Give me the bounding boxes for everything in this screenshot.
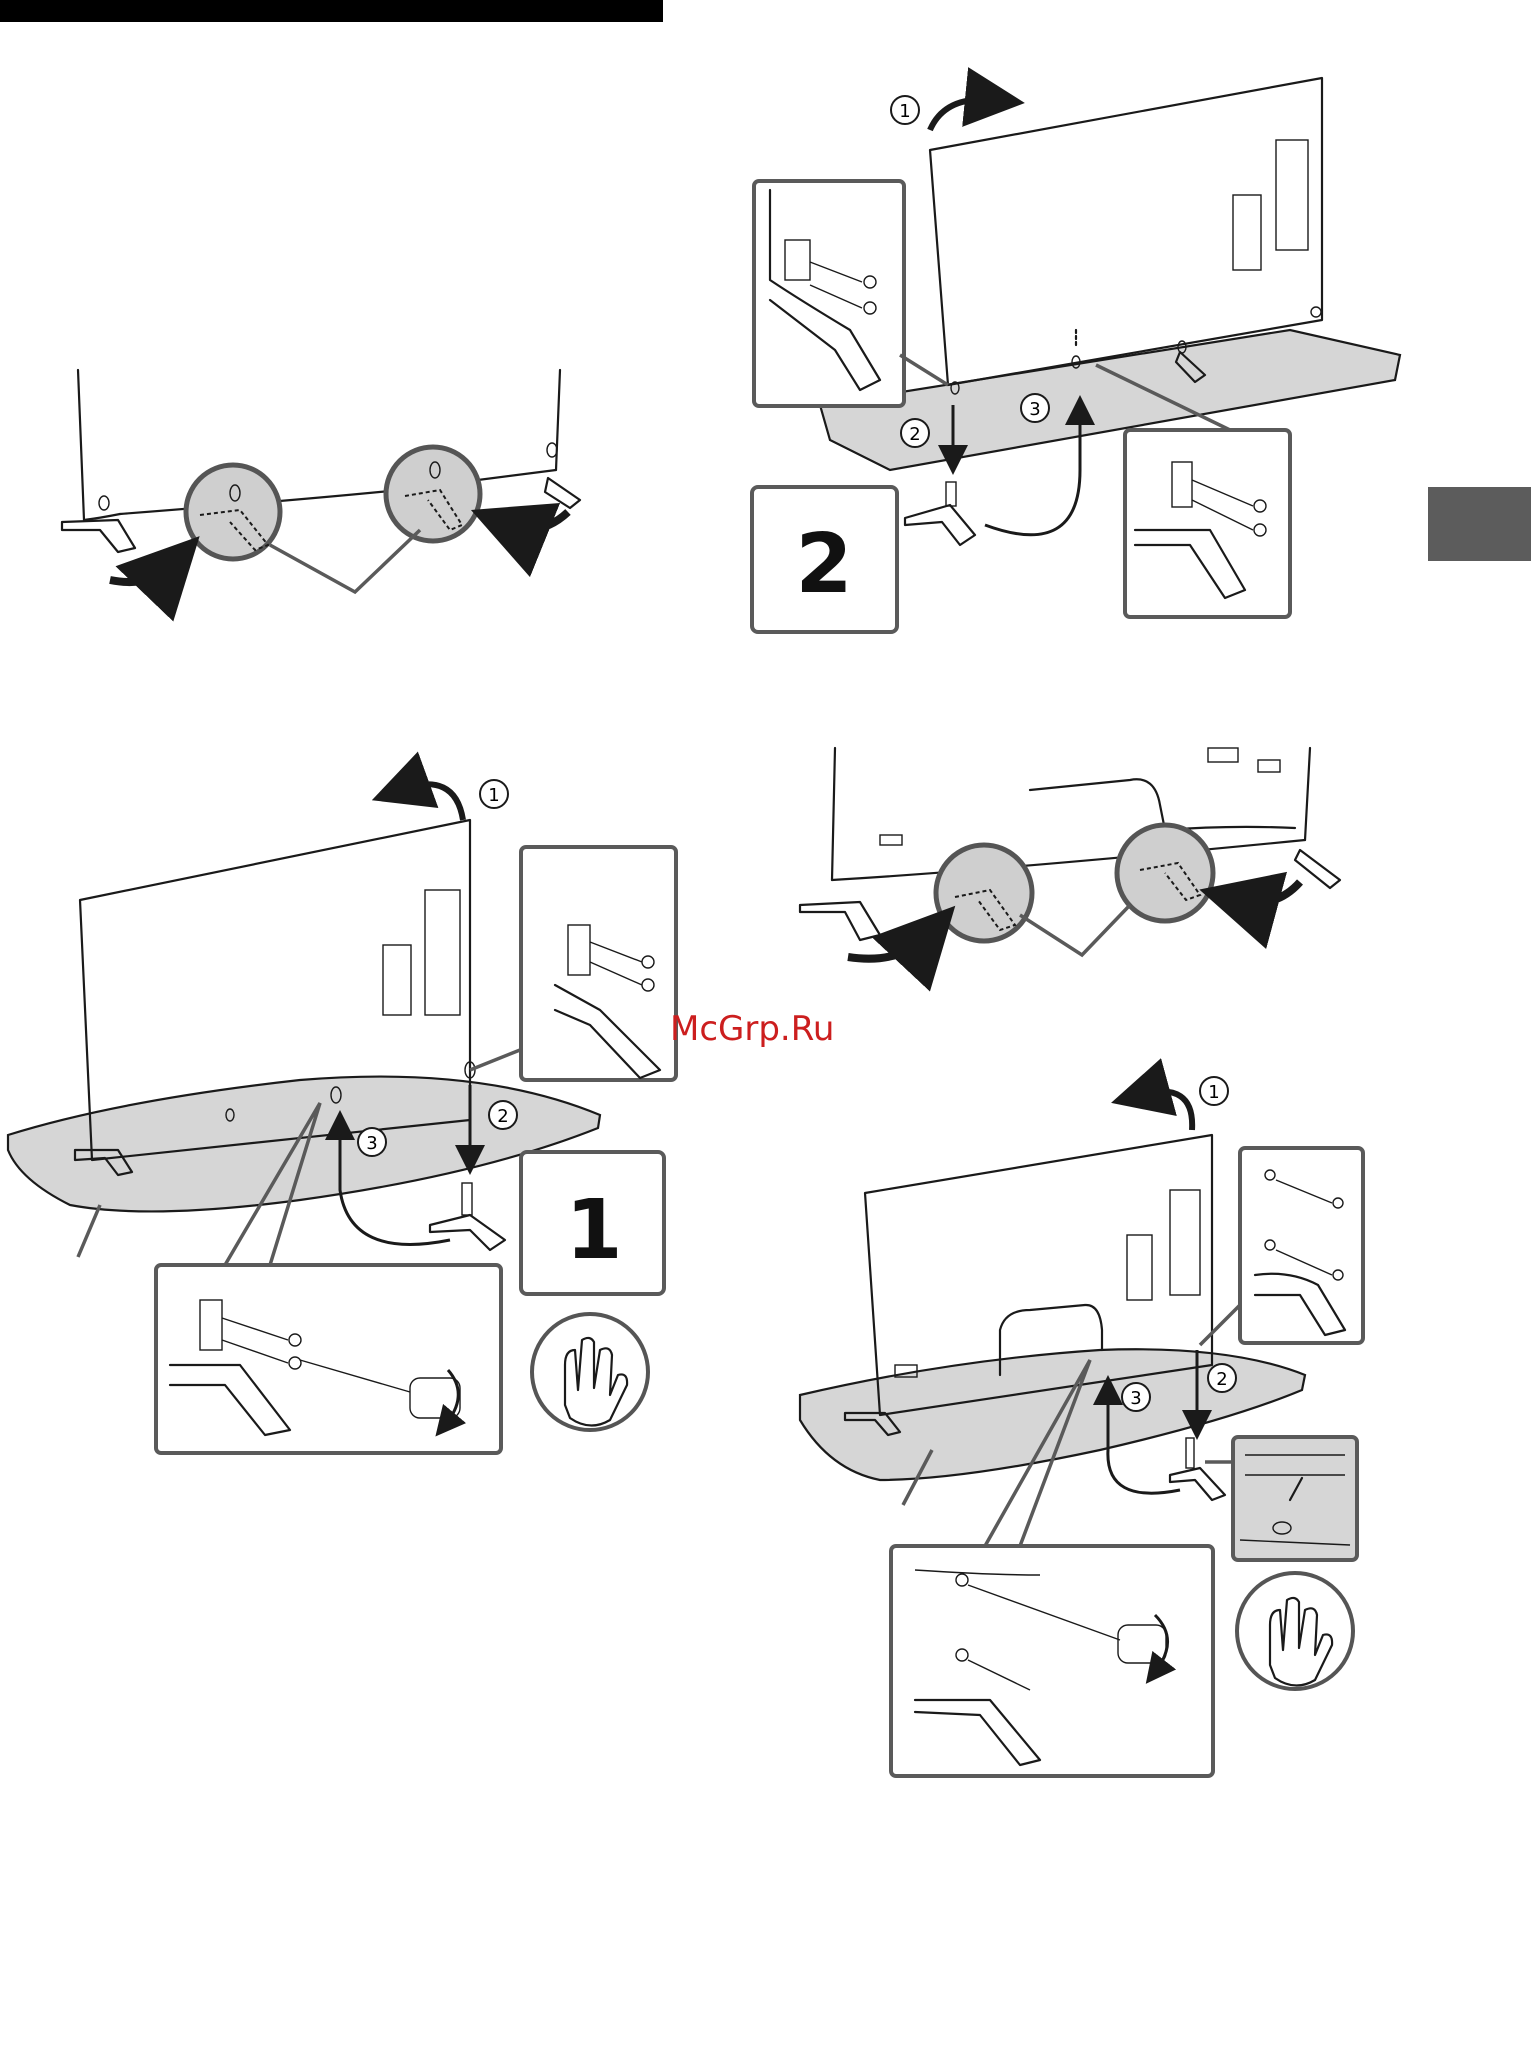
figure-attach-stand-2: 1 2 3 2 [752,78,1400,632]
callout-1-e: 1 [1200,1077,1228,1105]
callout-1-c: 1 [480,780,508,808]
callout-2-e: 2 [1208,1364,1236,1392]
callout-3-c: 3 [358,1128,386,1156]
step-label-2: 2 [795,517,852,612]
svg-text:1: 1 [1208,1082,1219,1103]
callout-2-c: 2 [489,1101,517,1129]
callout-1-b: 1 [891,96,919,124]
svg-text:1: 1 [488,785,499,806]
side-tab [1428,487,1531,561]
watermark-text: McGrp.Ru [670,1009,834,1049]
svg-text:2: 2 [1216,1369,1227,1390]
figure-attach-stand-1: 1 2 3 1 [8,780,676,1453]
hand-caution-icon-2 [1237,1573,1353,1689]
callout-3-b: 3 [1021,394,1049,422]
svg-text:3: 3 [1130,1388,1141,1409]
svg-text:1: 1 [899,101,910,122]
callout-2-b: 2 [901,419,929,447]
figure-stand-slide-front [62,370,580,592]
figure-stand-slide-rear [800,748,1340,959]
callout-3-e: 3 [1122,1383,1150,1411]
step-label-1: 1 [565,1183,622,1278]
svg-text:2: 2 [909,424,920,445]
header-bar [0,0,663,22]
hand-caution-icon [532,1314,648,1430]
svg-text:3: 3 [1029,399,1040,420]
svg-text:2: 2 [497,1106,508,1127]
svg-text:3: 3 [366,1133,377,1154]
figure-attach-stand-rear: 1 2 3 [800,1077,1363,1776]
